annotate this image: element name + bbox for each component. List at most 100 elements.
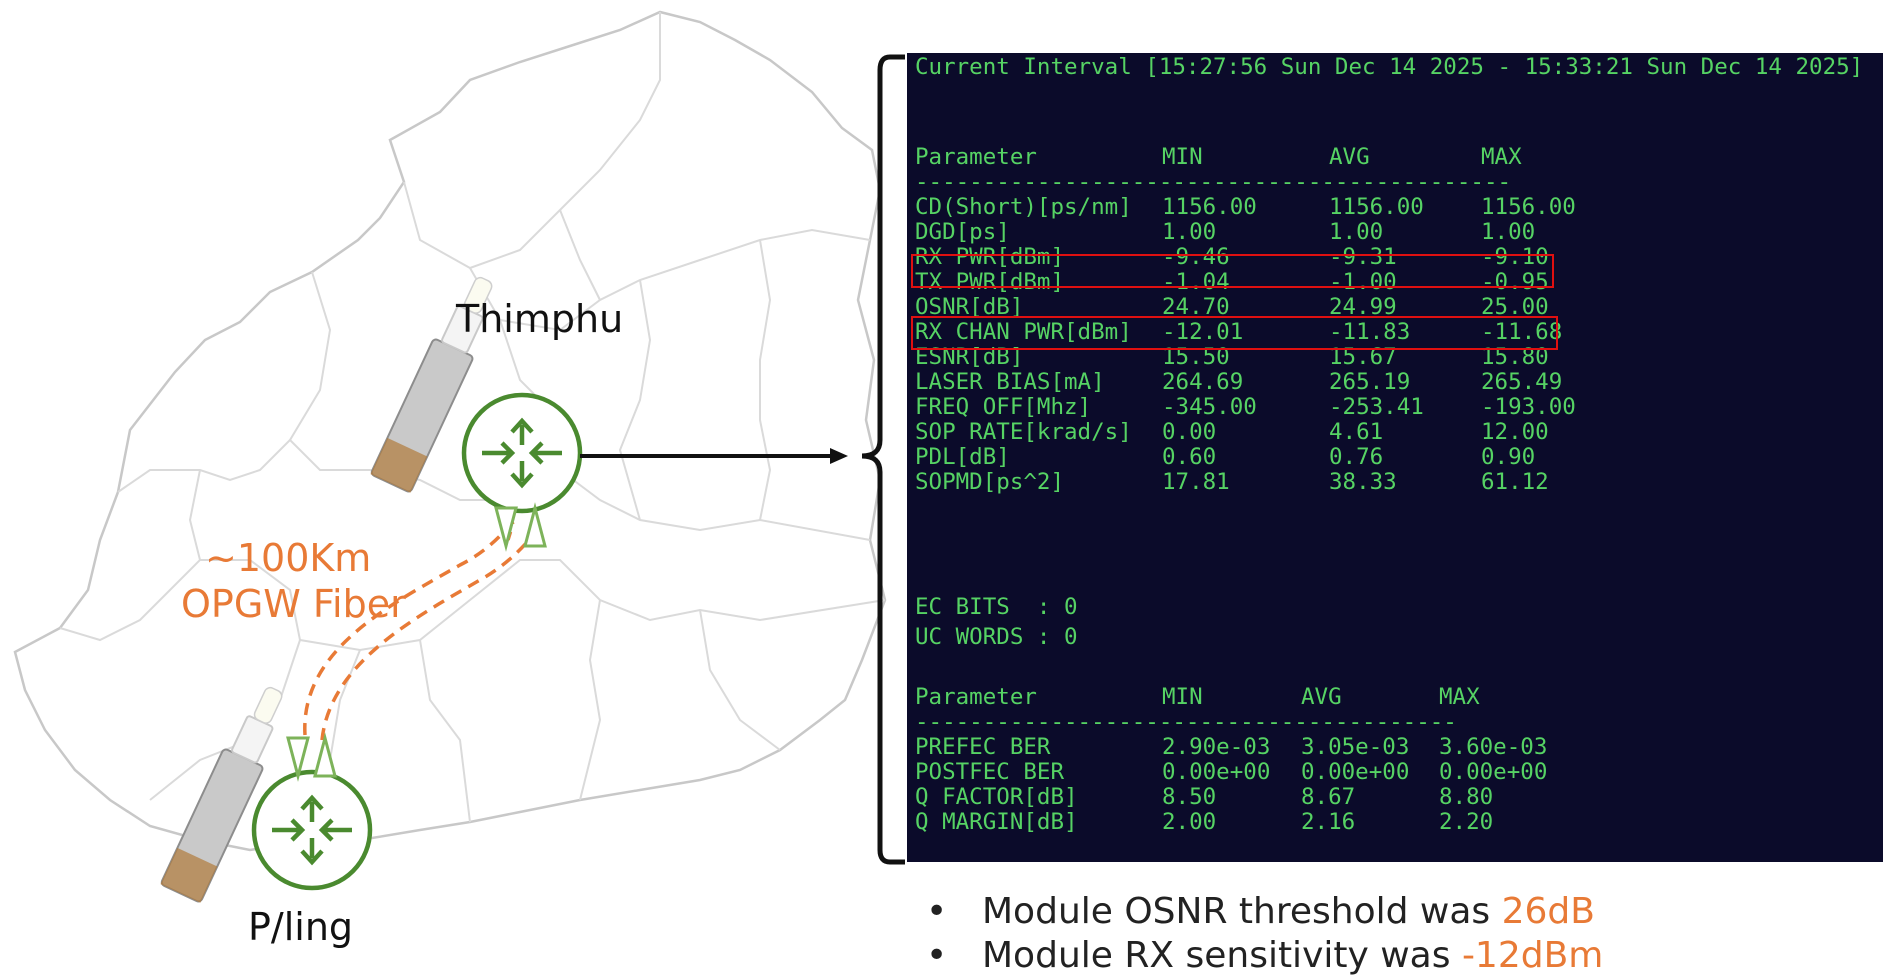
table-cell: 3.05e-03: [1301, 734, 1410, 760]
table-cell: 0.00: [1162, 419, 1217, 445]
pling-transceiver-icon: [160, 686, 283, 903]
table-cell: LASER BIAS[mA]: [915, 369, 1105, 395]
table1-header-max: MAX: [1481, 144, 1522, 170]
table2-separator: ----------------------------------------: [915, 709, 1457, 735]
table-cell: -1.04: [1162, 269, 1230, 295]
table-cell: 1.00: [1481, 219, 1536, 245]
notes-list: • Module OSNR threshold was 26dB • Modul…: [926, 890, 1603, 978]
table-cell: -12.01: [1162, 319, 1244, 345]
table-cell: 12.00: [1481, 419, 1549, 445]
table-cell: 24.70: [1162, 294, 1230, 320]
table-cell: 0.76: [1329, 444, 1384, 470]
table-cell: 25.00: [1481, 294, 1549, 320]
bullet-glyph: •: [926, 935, 948, 976]
note-text: Module OSNR threshold was: [982, 891, 1502, 932]
osnr-highlight: [911, 316, 1558, 350]
table1-header-min: MIN: [1162, 144, 1203, 170]
table-cell: 8.50: [1162, 784, 1217, 810]
table-cell: 2.20: [1439, 809, 1494, 835]
table-cell: 0.90: [1481, 444, 1536, 470]
table-cell: -1.00: [1329, 269, 1397, 295]
table-cell: 17.81: [1162, 469, 1230, 495]
country-outline: [13, 10, 887, 852]
fiber-medium-label: OPGW Fiber: [181, 582, 406, 626]
table-cell: DGD[ps]: [915, 219, 1010, 245]
terminal-brace: [861, 54, 905, 865]
note-rx-sensitivity: • Module RX sensitivity was -12dBm: [926, 934, 1603, 978]
rx-pwr-highlight: [911, 254, 1554, 288]
table-cell: 1156.00: [1329, 194, 1424, 220]
pling-label: P/ling: [248, 905, 354, 949]
table-cell: 1.00: [1162, 219, 1217, 245]
table-cell: -9.31: [1329, 244, 1397, 270]
table-cell: FREQ OFF[Mhz]: [915, 394, 1092, 420]
table2-header-max: MAX: [1439, 684, 1480, 710]
table-cell: RX CHAN PWR[dBm]: [915, 319, 1132, 345]
table-cell: -9.46: [1162, 244, 1230, 270]
bhutan-map-diagram: [13, 10, 905, 903]
note-text: Module RX sensitivity was: [982, 935, 1462, 976]
table-cell: 8.80: [1439, 784, 1494, 810]
table1-header-avg: AVG: [1329, 144, 1370, 170]
table-cell: 264.69: [1162, 369, 1244, 395]
table-cell: 1.00: [1329, 219, 1384, 245]
thimphu-port-icon: [494, 502, 547, 552]
table-cell: 2.00: [1162, 809, 1217, 835]
table-cell: SOPMD[ps^2]: [915, 469, 1065, 495]
terminal-output: Current Interval [15:27:56 Sun Dec 14 20…: [907, 53, 1883, 862]
table-cell: 0.60: [1162, 444, 1217, 470]
table-cell: 24.99: [1329, 294, 1397, 320]
note-osnr-threshold: • Module OSNR threshold was 26dB: [926, 890, 1603, 934]
table-cell: -11.83: [1329, 319, 1411, 345]
thimphu-transceiver-icon: [370, 276, 493, 493]
table-cell: SOP RATE[krad/s]: [915, 419, 1132, 445]
ec-bits-counter: EC BITS : 0: [915, 594, 1078, 620]
table-cell: 3.60e-03: [1439, 734, 1548, 760]
interval-header: Current Interval [15:27:56 Sun Dec 14 20…: [915, 54, 1864, 80]
fiber-distance-label: ~100Km: [205, 536, 372, 580]
table1-separator: ----------------------------------------…: [915, 169, 1512, 195]
table-cell: 4.61: [1329, 419, 1384, 445]
table-cell: Q MARGIN[dB]: [915, 809, 1078, 835]
district-borders: [59, 12, 886, 843]
uc-words-counter: UC WORDS : 0: [915, 624, 1078, 650]
table-cell: 2.16: [1301, 809, 1356, 835]
pling-router-icon: [251, 769, 373, 891]
table2-header-parameter: Parameter: [915, 684, 1037, 710]
thimphu-label: Thimphu: [456, 297, 624, 341]
table-cell: -11.68: [1481, 319, 1563, 345]
thimphu-router-icon: [461, 392, 583, 514]
table-cell: 0.00e+00: [1301, 759, 1410, 785]
table-cell: 61.12: [1481, 469, 1549, 495]
table-cell: 265.19: [1329, 369, 1411, 395]
table-cell: -0.95: [1481, 269, 1549, 295]
table-cell: CD(Short)[ps/nm]: [915, 194, 1132, 220]
table-cell: 2.90e-03: [1162, 734, 1271, 760]
table-cell: PDL[dB]: [915, 444, 1010, 470]
bullet-glyph: •: [926, 891, 948, 932]
table-cell: OSNR[dB]: [915, 294, 1024, 320]
table-cell: PREFEC BER: [915, 734, 1051, 760]
table-cell: RX PWR[dBm]: [915, 244, 1065, 270]
pling-port-icon: [286, 732, 337, 782]
table-cell: -253.41: [1329, 394, 1424, 420]
note-value: 26dB: [1501, 891, 1595, 932]
table-cell: 0.00e+00: [1439, 759, 1548, 785]
table-cell: -9.10: [1481, 244, 1549, 270]
table-cell: TX PWR[dBm]: [915, 269, 1065, 295]
table-cell: -345.00: [1162, 394, 1257, 420]
table-cell: 1156.00: [1481, 194, 1576, 220]
table1-header-parameter: Parameter: [915, 144, 1037, 170]
table2-header-min: MIN: [1162, 684, 1203, 710]
table-cell: Q FACTOR[dB]: [915, 784, 1078, 810]
note-value: -12dBm: [1461, 935, 1604, 976]
table-cell: 1156.00: [1162, 194, 1257, 220]
table-cell: POSTFEC BER: [915, 759, 1065, 785]
opgw-fiber-link: [303, 521, 535, 741]
table-cell: 0.00e+00: [1162, 759, 1271, 785]
table-cell: -193.00: [1481, 394, 1576, 420]
router-to-terminal-arrow: [580, 448, 848, 464]
table-cell: 265.49: [1481, 369, 1563, 395]
table2-header-avg: AVG: [1301, 684, 1342, 710]
table-cell: 38.33: [1329, 469, 1397, 495]
